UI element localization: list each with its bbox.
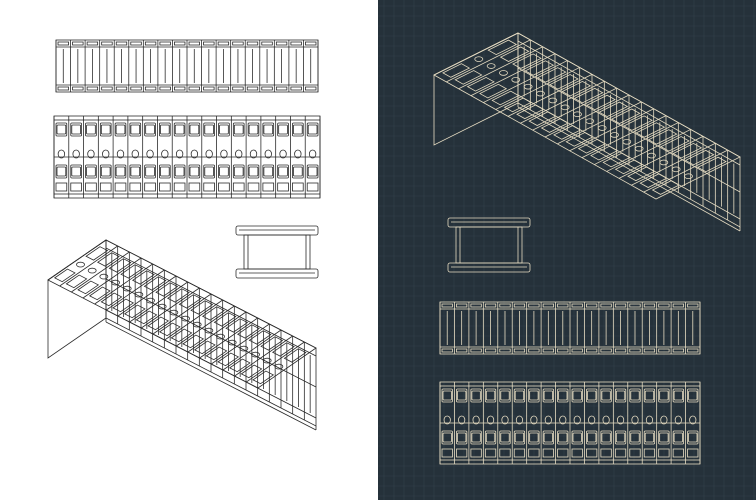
side-elevation-view xyxy=(439,301,701,355)
light-drawing-canvas xyxy=(0,0,378,500)
side-elevation-view xyxy=(55,39,319,93)
isometric-view xyxy=(433,32,741,232)
end-view xyxy=(235,225,319,279)
top-plan-view xyxy=(439,381,701,465)
dark-blueprint-canvas xyxy=(378,0,756,500)
light-background xyxy=(0,0,378,500)
end-view xyxy=(447,217,531,273)
top-plan-view xyxy=(53,115,321,199)
dark-blueprint-panel xyxy=(378,0,756,500)
light-drawing-panel xyxy=(0,0,378,500)
isometric-view xyxy=(47,239,317,431)
